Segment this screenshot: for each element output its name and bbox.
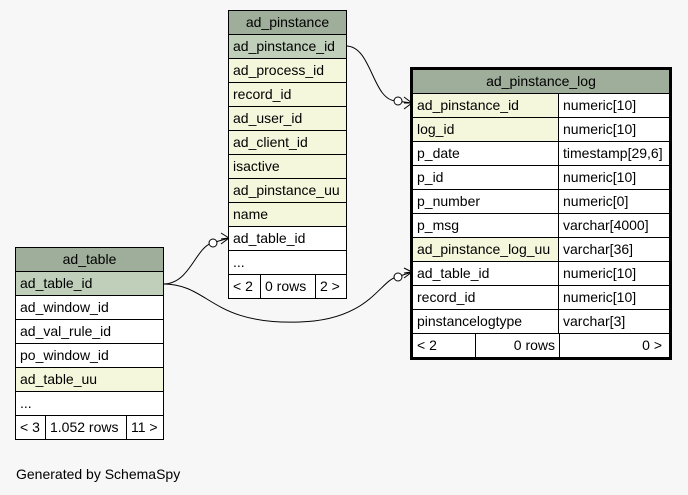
footer-children[interactable]: 11 > [131,419,158,435]
column-name: record_id [229,83,346,106]
column-row[interactable]: ... [16,392,163,416]
column-name: isactive [229,155,346,178]
column-type: varchar[36] [563,241,634,257]
column-name: ad_pinstance_id [229,35,346,58]
footer-rows: 1.052 rows [46,416,127,439]
column-row[interactable]: ad_window_id [16,296,163,320]
column-name: ad_pinstance_id [413,94,559,117]
table-footer: < 2 0 rows 0 > [413,334,669,357]
column-type: varchar[4000] [563,217,649,233]
column-row[interactable]: ad_pinstance_uu [229,179,346,203]
column-name: p_id [413,166,559,189]
edge-log-to-pinstance [345,45,413,104]
column-name: ad_val_rule_id [20,323,112,339]
column-name: ... [233,254,245,270]
column-row[interactable]: ad_pinstance_id [229,35,346,59]
column-row[interactable]: isactive [229,155,346,179]
column-type: numeric[10] [563,121,637,137]
footer-children[interactable]: 0 > [642,337,662,353]
column-name: ad_window_id [20,299,109,315]
column-type: numeric[0] [563,193,629,209]
column-type: timestamp[29,6] [563,145,663,161]
column-type: numeric[10] [563,265,637,281]
column-name: name [229,203,346,226]
column-name: ad_pinstance_uu [229,179,346,202]
table-footer: < 3 1.052 rows 11 > [16,416,163,439]
column-row[interactable]: ad_val_rule_id [16,320,163,344]
edge-pinstance-to-table-end [208,238,218,248]
column-row[interactable]: ad_user_id [229,107,346,131]
column-type: numeric[10] [563,169,637,185]
column-row[interactable]: name [229,203,346,227]
column-row[interactable]: ad_client_id [229,131,346,155]
column-name: log_id [413,118,559,141]
edge-log-to-table-end [393,272,403,282]
column-name: ad_pinstance_log_uu [413,238,559,261]
column-row[interactable]: record_id [229,83,346,107]
table-title[interactable]: ad_pinstance_log [413,70,669,94]
footer-parents[interactable]: < 2 [229,275,261,298]
table-footer: < 2 0 rows 2 > [229,275,346,298]
footer-parents[interactable]: < 2 [413,334,476,357]
column-name: ad_table_id [16,272,163,295]
edge-pinstance-to-table [162,237,230,285]
edge-log-to-table [162,271,413,323]
column-name: ad_table_id [413,262,559,285]
table-title[interactable]: ad_table [16,248,163,272]
column-row[interactable]: po_window_id [16,344,163,368]
column-name: ad_user_id [229,107,346,130]
column-name: ad_table_id [233,230,306,246]
column-name: pinstancelogtype [413,310,559,333]
table-ad-table[interactable]: ad_table ad_table_id ad_window_id ad_val_r… [15,247,164,440]
column-type: numeric[10] [563,97,637,113]
column-row[interactable]: ad_table_id [229,227,346,251]
column-row[interactable]: ad_table_uu [16,368,163,392]
column-type: varchar[3] [563,313,626,329]
column-name: ... [20,395,32,411]
column-name: p_date [413,142,559,165]
footer-rows: 0 rows [261,275,316,298]
footer-rows: 0 rows [476,334,560,357]
column-name: ad_client_id [229,131,346,154]
column-type: numeric[10] [563,289,637,305]
generated-by-label: Generated by SchemaSpy [16,466,181,482]
column-row[interactable]: ... [229,251,346,275]
footer-children[interactable]: 2 > [320,278,340,294]
edge-log-to-pinstance-end [393,96,403,106]
column-name: record_id [413,286,559,309]
column-name: ad_process_id [229,59,346,82]
table-title[interactable]: ad_pinstance [229,11,346,35]
column-name: p_number [413,190,559,213]
column-name: ad_table_uu [16,368,163,391]
column-row[interactable]: ad_process_id [229,59,346,83]
column-name: po_window_id [20,347,109,363]
column-name: p_msg [413,214,559,237]
column-row[interactable]: ad_table_id [16,272,163,296]
footer-parents[interactable]: < 3 [16,416,46,439]
